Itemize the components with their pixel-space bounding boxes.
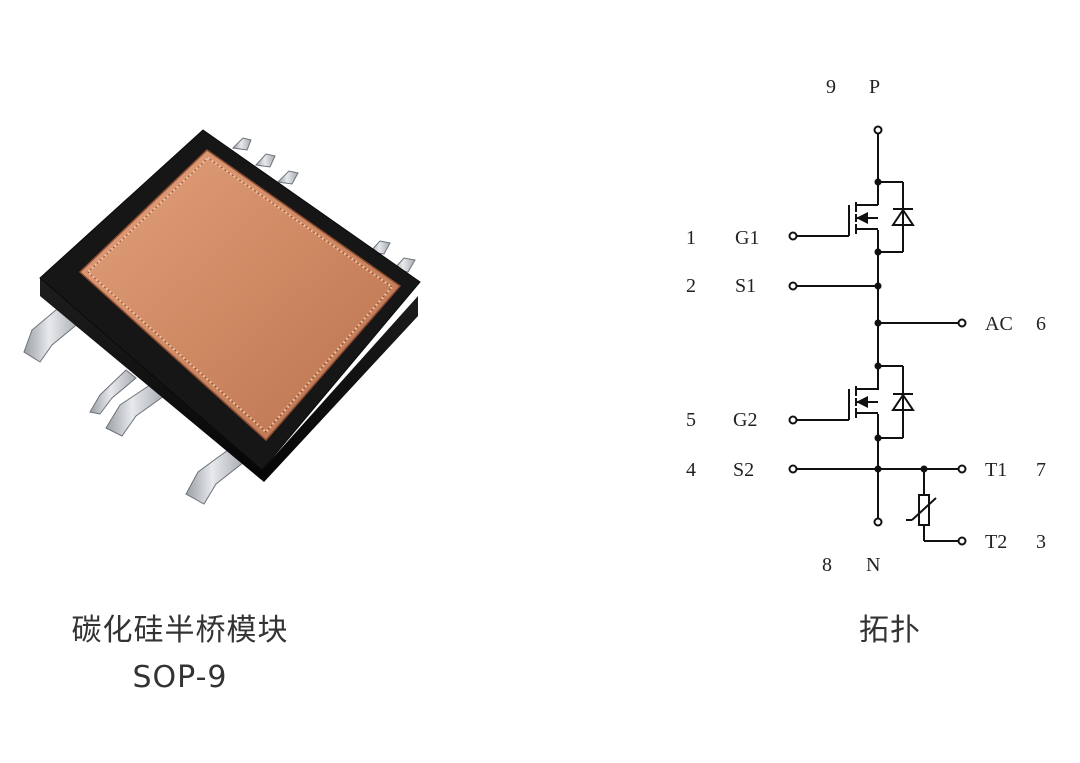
pin-p-num: 9 (826, 76, 836, 98)
mosfet-upper (797, 182, 879, 252)
pin-ac-num: 6 (1036, 313, 1046, 335)
diode-lower (878, 365, 915, 439)
junction-dots (874, 178, 928, 473)
pin-g1-name: G1 (735, 227, 759, 249)
module-illustration (23, 129, 421, 505)
terminal-g1 (788, 231, 798, 241)
terminal-p (873, 125, 883, 135)
pin-g2-num: 5 (686, 409, 696, 431)
terminal-t2 (957, 536, 967, 546)
pin-s1-name: S1 (735, 275, 756, 297)
terminal-n (873, 517, 883, 527)
terminal-t1 (957, 464, 967, 474)
thermistor (906, 469, 958, 542)
copper-seal-ring (86, 156, 394, 434)
pin-n-num: 8 (822, 554, 832, 576)
package-caption: SOP-9 (132, 660, 228, 695)
module-name-caption: 碳化硅半桥模块 (71, 613, 289, 648)
pin-t2-name: T2 (985, 531, 1007, 553)
topology-schematic (788, 125, 967, 546)
terminal-s1 (788, 281, 798, 291)
terminals (788, 125, 967, 546)
terminal-g2 (788, 415, 798, 425)
pin-g2-name: G2 (733, 409, 757, 431)
terminal-ac (957, 318, 967, 328)
pin-labels: 9 P 1 G1 2 S1 AC 6 5 G2 4 S2 T1 7 T2 3 8… (686, 76, 1046, 576)
diode-upper (878, 181, 915, 253)
terminal-s2 (788, 464, 798, 474)
pin-t1-name: T1 (985, 459, 1007, 481)
pin-s2-num: 4 (686, 459, 696, 481)
pin-t2-num: 3 (1036, 531, 1046, 553)
pin-p-name: P (869, 76, 880, 98)
pin-ac-name: AC (985, 313, 1013, 335)
pin-s2-name: S2 (733, 459, 754, 481)
pin-n-name: N (866, 554, 880, 576)
pin-g1-num: 1 (686, 227, 696, 249)
topology-caption: 拓扑 (859, 613, 921, 648)
pin-s1-num: 2 (686, 275, 696, 297)
copper-plate (78, 149, 402, 442)
pin-t1-num: 7 (1036, 459, 1046, 481)
mosfet-lower (797, 366, 879, 438)
